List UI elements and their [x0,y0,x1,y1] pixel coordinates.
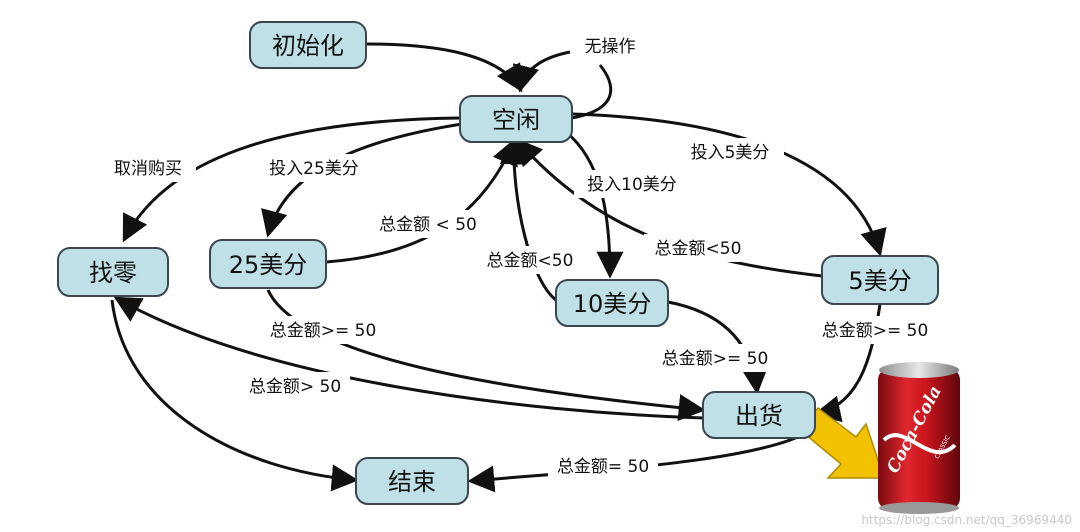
edge-eq50 [467,428,813,493]
yellow-arrow [798,406,886,479]
label-lt50-10: 总金额<50 [487,251,574,271]
node-5-cents: 5美分 [821,255,939,305]
label-no-op: 无操作 [585,37,636,57]
edge-change-end [110,299,359,492]
node-5-label: 5美分 [848,267,911,295]
label-in5: 投入5美分 [691,143,770,163]
node-10-cents: 10美分 [555,279,669,327]
watermark-text: https://blog.csdn.net/qq_36969440 [861,513,1072,527]
edge-cancel [122,116,461,243]
label-lt50-5: 总金额<50 [655,239,742,259]
node-10-label: 10美分 [573,290,652,318]
node-dispense-label: 出货 [735,402,783,430]
label-ge50-25: 总金额>= 50 [270,321,377,341]
edge-10-dispense [667,300,769,395]
node-end-label: 结束 [388,468,436,496]
label-ge50-10: 总金额>= 50 [662,349,769,369]
node-end: 结束 [355,457,469,505]
label-eq50: 总金额= 50 [557,457,649,477]
node-init-label: 初始化 [272,32,344,60]
node-change-label: 找零 [89,259,137,287]
label-gt50: 总金额> 50 [249,377,341,397]
label-in25: 投入25美分 [269,159,359,179]
node-25-label: 25美分 [229,251,308,279]
edge-gt50 [113,296,704,420]
node-25-cents: 25美分 [209,239,327,289]
edge-init-idle [365,42,523,93]
node-change: 找零 [57,247,169,297]
node-dispense: 出货 [702,391,816,439]
node-idle-label: 空闲 [492,106,540,134]
label-lt50-25: 总金额 < 50 [379,215,477,235]
label-ge50-5: 总金额>= 50 [822,321,929,341]
node-init: 初始化 [249,21,367,69]
label-in10: 投入10美分 [587,175,677,195]
edge-10-idle [499,137,557,302]
label-cancel: 取消购买 [114,159,182,179]
node-idle: 空闲 [459,95,573,143]
coca-cola-can-icon: Coca-Cola CLASSIC [878,362,960,514]
